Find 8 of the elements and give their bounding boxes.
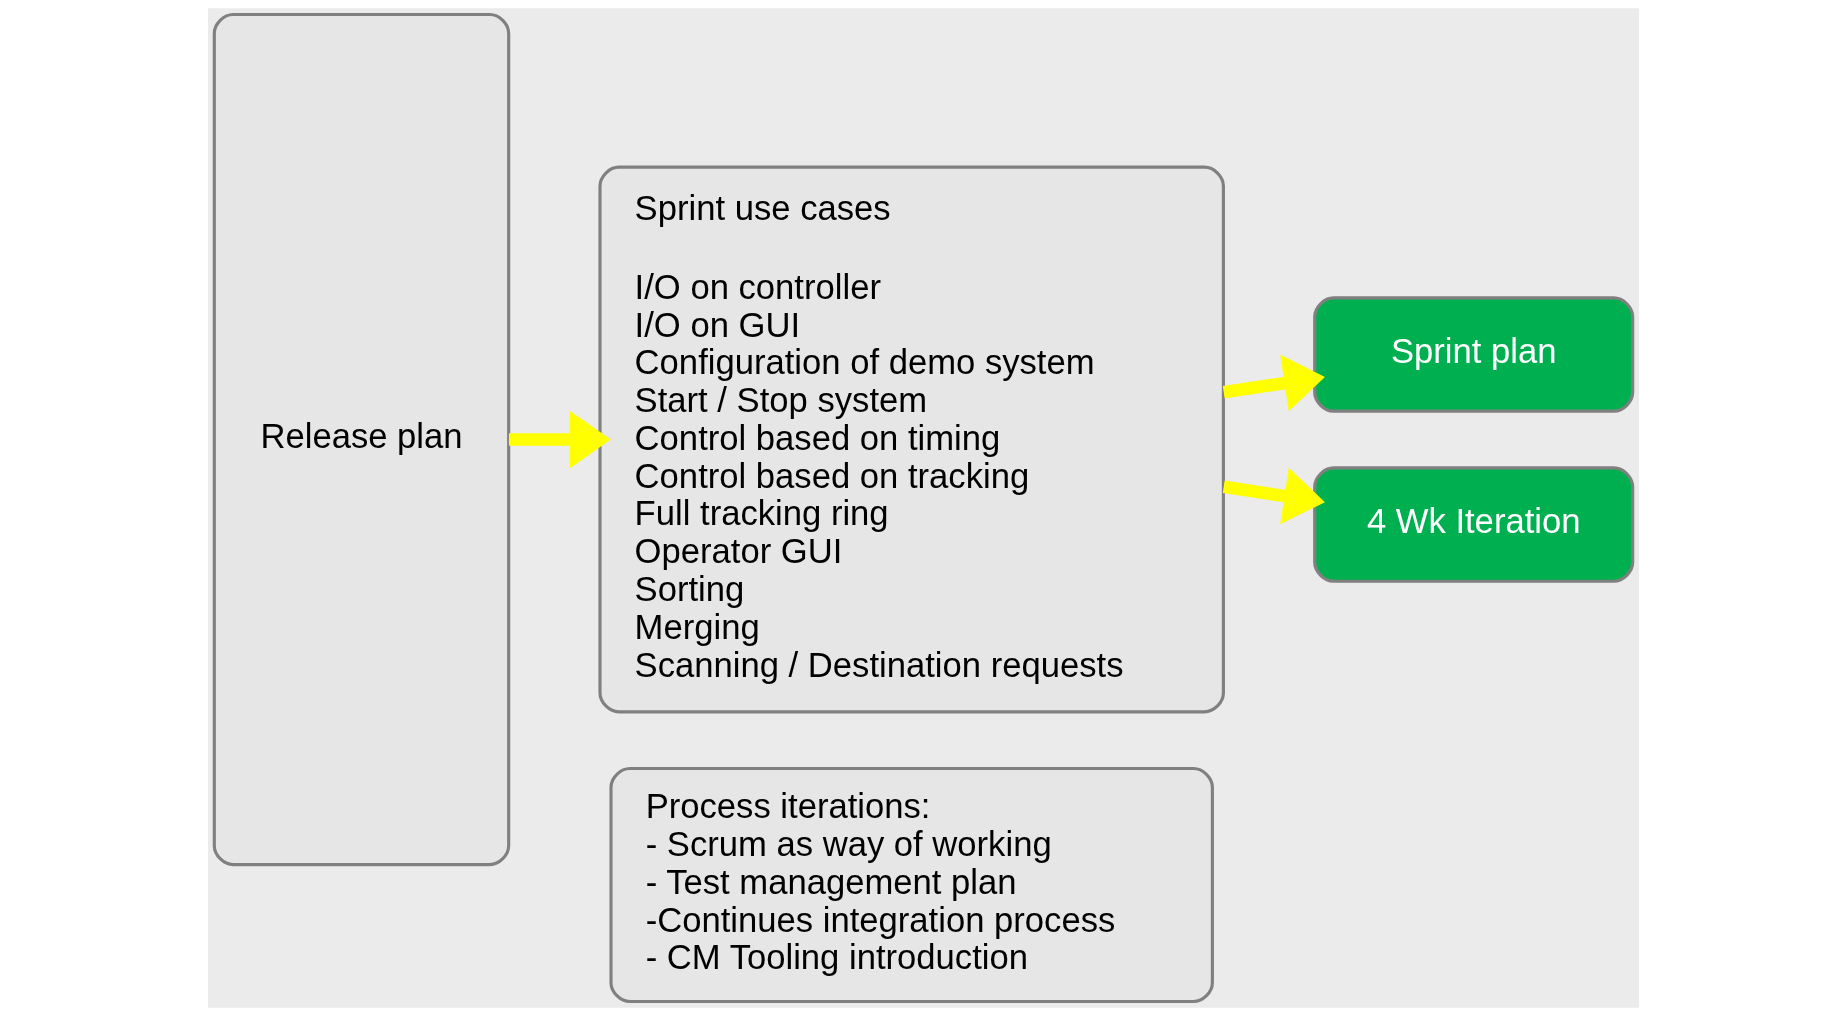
arrow bbox=[508, 410, 611, 469]
arrow bbox=[1222, 467, 1325, 525]
node-box: 4 Wk Iteration bbox=[1313, 466, 1635, 583]
arrow bbox=[1222, 354, 1325, 412]
node-box: Process iterations: - Scrum as way of working - Test management plan -Continues integration process - CM Tooling introduction bbox=[609, 766, 1214, 1004]
node-box: Sprint use cases I/O on controller I/O on GUI Configuration of demo system Start / Stop system Control based on timing Control based on tracking Full tracking ring Operator GUI Sorting Merging Scanning / Destination requests bbox=[598, 165, 1225, 714]
node-box: Release plan bbox=[212, 12, 511, 867]
node-box: Sprint plan bbox=[1313, 296, 1635, 413]
